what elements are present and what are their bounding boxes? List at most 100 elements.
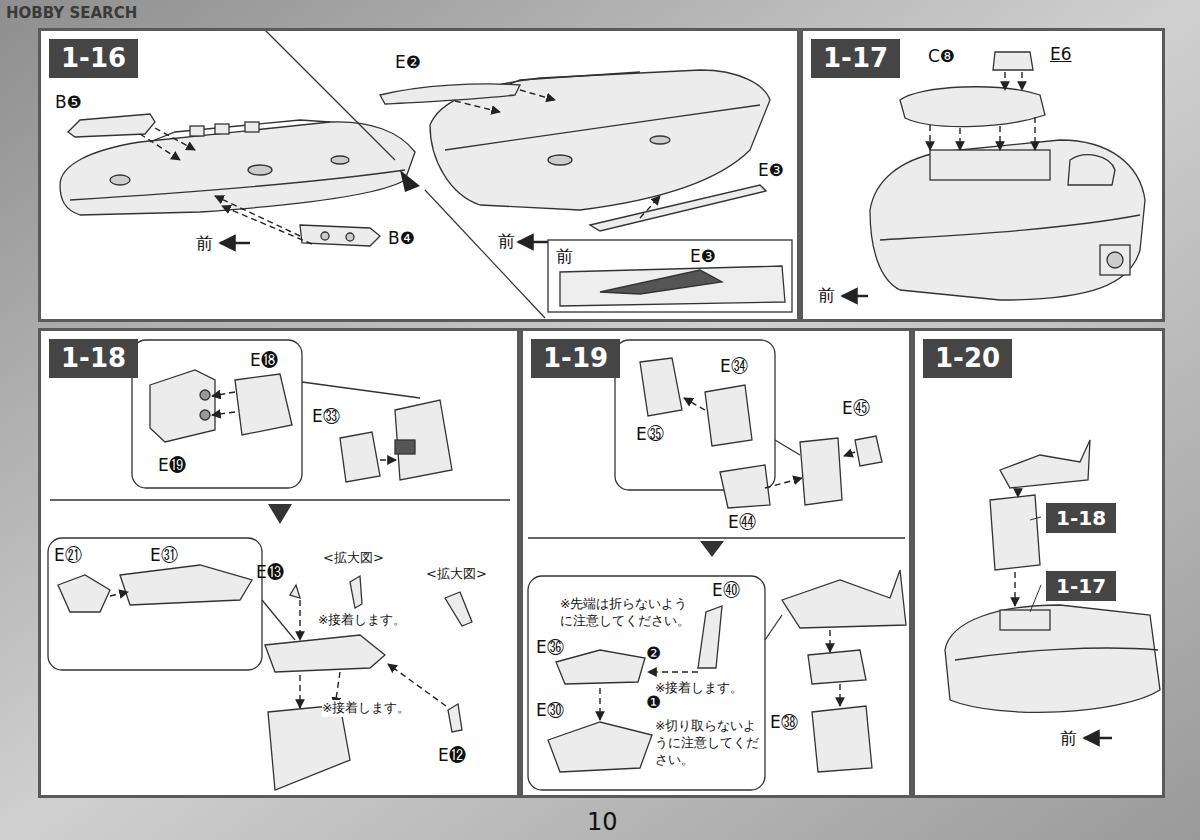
dashed-arrow (684, 398, 705, 410)
part-number: E❷ (395, 52, 421, 72)
ship-illustration (60, 70, 770, 246)
part-number: B❹ (388, 228, 415, 248)
step-number: 1-20 (923, 339, 1012, 378)
divider (265, 30, 395, 160)
front-arrow (518, 241, 548, 244)
frame (38, 328, 520, 798)
dashed-arrow (212, 392, 235, 396)
part-illustration (58, 575, 110, 612)
part-illustration (200, 390, 210, 400)
page-number: 10 (587, 808, 618, 837)
step-number: 1-18 (1056, 506, 1106, 530)
part-number: E㊵ (712, 580, 740, 600)
inset-box (50, 499, 510, 500)
direction-mark: 前 (498, 231, 515, 251)
step-number: 1-16 (49, 39, 138, 78)
ship-illustration (248, 165, 272, 175)
part-number: E❸ (758, 160, 784, 180)
inset-box (548, 240, 792, 312)
ship-illustration (650, 136, 670, 144)
dashed-arrow (1021, 72, 1022, 90)
inset-box (600, 270, 722, 294)
frame (912, 328, 1165, 798)
step-order-number: ❶ (646, 692, 661, 712)
part-number: E㊹ (728, 512, 756, 532)
part-illustration (235, 374, 292, 435)
dashed-arrow (929, 125, 930, 150)
step-number: 1-17 (1056, 574, 1106, 598)
ship-illustration (870, 52, 1145, 300)
ship-illustration (70, 170, 405, 200)
part-number: B❺ (55, 92, 82, 112)
dashed-arrow (299, 675, 300, 708)
step-number: 1-17 (811, 39, 900, 78)
ship-illustration (930, 150, 1050, 180)
ship-illustration (500, 72, 640, 88)
ship-illustration (215, 124, 229, 134)
step-panel: 1-17 (800, 28, 1165, 322)
frame (520, 328, 912, 798)
part-number: E⓳ (158, 455, 186, 475)
ship-illustration (300, 225, 380, 246)
part-illustration (705, 385, 752, 446)
inset-box (548, 240, 792, 312)
ship-illustration (1100, 245, 1130, 275)
dashed-arrow (959, 128, 960, 150)
part-illustration (445, 592, 472, 626)
inset-box (302, 382, 420, 398)
dashed-arrow (1014, 572, 1015, 606)
inset-box (528, 537, 905, 538)
divider (265, 30, 545, 318)
part-number: E㉛ (150, 545, 178, 565)
ship-illustration (68, 114, 155, 137)
ship-illustration (870, 140, 1145, 300)
step-order-number: ❷ (646, 643, 661, 663)
note: ※接着します。 (318, 612, 406, 629)
part-illustration (548, 722, 652, 772)
dashed-arrow (839, 684, 840, 706)
front-arrow (842, 295, 868, 298)
part-number: E❸ (690, 246, 716, 266)
inset-box (560, 266, 785, 306)
dashed-arrow (212, 412, 235, 415)
part-illustration (720, 465, 770, 508)
dashed-arrow (299, 600, 300, 640)
part-number: E⓬ (438, 745, 466, 765)
part-illustration (955, 648, 1158, 660)
part-illustration (395, 400, 452, 480)
part-illustration (1000, 610, 1050, 630)
part-illustration (268, 705, 350, 790)
ship-illustration (331, 156, 349, 164)
step-reference-tag: 1-18 (1046, 503, 1116, 533)
part-illustration (58, 370, 472, 790)
ship-illustration (190, 126, 204, 136)
dashed-arrow (930, 72, 1035, 150)
step-reference-tag: 1-17 (1046, 571, 1116, 601)
part-illustration (150, 370, 215, 442)
part-number: E㉞ (720, 356, 748, 376)
part-number: E⓭ (256, 562, 284, 582)
dashed-arrow (155, 128, 195, 150)
part-illustration (782, 570, 906, 628)
step-number: 1-19 (531, 339, 620, 378)
part-illustration (808, 650, 866, 684)
part-illustration (448, 704, 462, 732)
part-illustration (945, 440, 1160, 712)
divider (425, 190, 545, 318)
divider (400, 170, 420, 192)
part-illustration (990, 495, 1040, 570)
dashed-arrow (1034, 117, 1035, 150)
inset-box (48, 538, 262, 670)
enlarged-view-label: <拡大図> (426, 566, 487, 582)
direction-mark: 前 (196, 233, 213, 253)
dashed-arrow (110, 392, 446, 708)
inset-box (775, 440, 800, 455)
note: ※接着します。 (655, 680, 743, 697)
dashed-arrow (829, 630, 830, 652)
leader-line (1030, 517, 1041, 612)
step-panel: 1-20 1-18 1-17 (912, 328, 1165, 798)
part-number: E㊳ (770, 712, 798, 732)
frame (800, 28, 1165, 322)
part-illustration (395, 440, 415, 454)
